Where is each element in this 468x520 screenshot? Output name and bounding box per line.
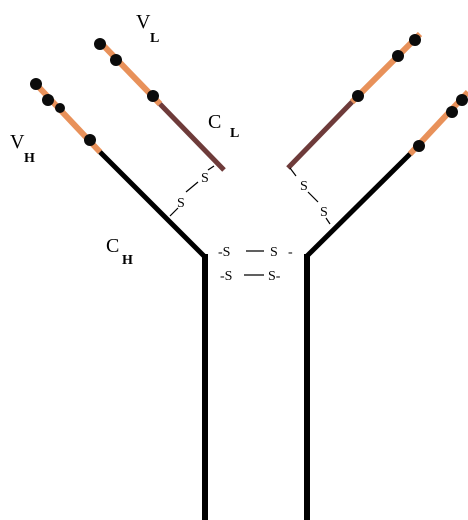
label-vh: V H bbox=[10, 131, 35, 166]
ss-letter: S bbox=[270, 245, 278, 260]
ss-letter: -S bbox=[218, 245, 230, 260]
ss-letter: S bbox=[300, 179, 308, 194]
label-main: V bbox=[10, 131, 25, 153]
node-dot bbox=[147, 90, 159, 102]
node-dot bbox=[110, 54, 122, 66]
node-dot bbox=[409, 34, 421, 46]
left-heavy-constant bbox=[98, 150, 206, 258]
right-light-constant bbox=[286, 100, 354, 170]
node-dot bbox=[55, 103, 65, 113]
node-dot bbox=[352, 90, 364, 102]
label-sub: L bbox=[150, 31, 159, 46]
node-dot bbox=[456, 94, 468, 106]
label-sub: H bbox=[122, 253, 133, 268]
right-light-variable bbox=[349, 31, 423, 105]
node-dot bbox=[392, 50, 404, 62]
label-cl: C L bbox=[208, 111, 239, 141]
label-ch: C H bbox=[106, 235, 133, 268]
node-dot bbox=[413, 140, 425, 152]
node-dot bbox=[94, 38, 106, 50]
label-sub: H bbox=[24, 151, 35, 166]
label-vl: V L bbox=[136, 11, 159, 46]
right-heavy-constant bbox=[305, 152, 412, 258]
node-dot bbox=[446, 106, 458, 118]
left-light-constant bbox=[158, 102, 226, 172]
ss-letter: S- bbox=[268, 269, 281, 284]
label-main: C bbox=[208, 111, 221, 133]
ss-letter: S bbox=[201, 171, 209, 186]
right-disulfide-link: S S bbox=[289, 167, 331, 225]
hinge-disulfide-top: -S S - bbox=[218, 245, 293, 260]
left-disulfide-link: S S bbox=[169, 165, 215, 217]
ss-letter: -S bbox=[220, 269, 232, 284]
node-dot bbox=[42, 94, 54, 106]
node-dot bbox=[84, 134, 96, 146]
ss-letter: - bbox=[288, 245, 293, 260]
label-main: C bbox=[106, 235, 119, 257]
label-sub: L bbox=[230, 126, 239, 141]
hinge-disulfide-bottom: -S S- bbox=[220, 269, 281, 284]
ss-letter: S bbox=[177, 196, 185, 211]
node-dot bbox=[30, 78, 42, 90]
ss-letter: S bbox=[320, 205, 328, 220]
label-main: V bbox=[136, 11, 151, 33]
